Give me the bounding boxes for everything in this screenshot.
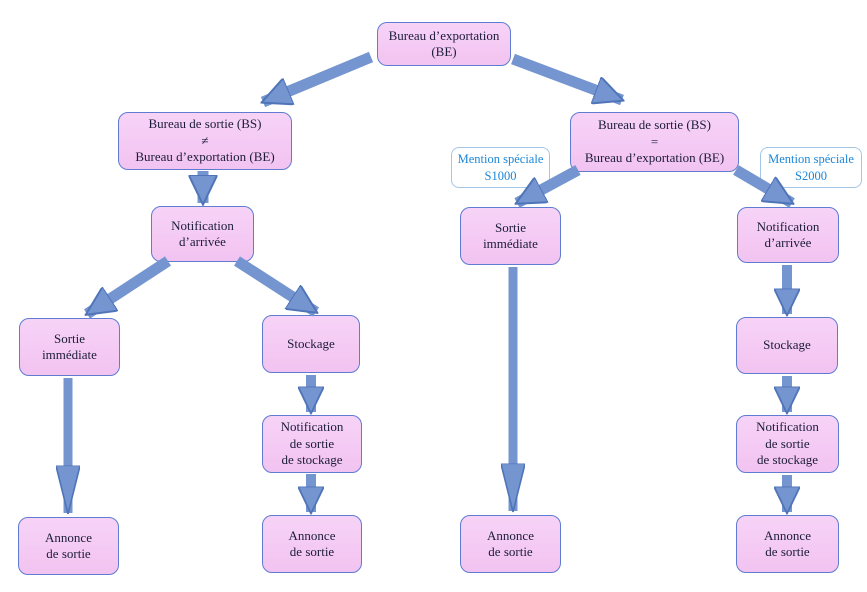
node-notification-sortie-stockage-left: Notification de sortie de stockage [262,415,362,473]
node-notification-arrivee-right: Notification d’arrivée [737,207,839,263]
node-sortie-immediate-left: Sortie immédiate [19,318,120,376]
node-bureau-sortie-egal: Bureau de sortie (BS) = Bureau d’exporta… [570,112,739,172]
node-bureau-exportation: Bureau d’exportation (BE) [377,22,511,66]
node-bureau-sortie-different: Bureau de sortie (BS) ≠ Bureau d’exporta… [118,112,292,170]
label-mention-speciale-s1000: Mention spéciale S1000 [451,147,550,188]
node-notification-sortie-stockage-right: Notification de sortie de stockage [736,415,839,473]
node-stockage-left: Stockage [262,315,360,373]
flow-arrow [511,53,622,106]
node-sortie-immediate-mid: Sortie immédiate [460,207,561,265]
label-mention-speciale-s2000: Mention spéciale S2000 [760,147,862,188]
node-annonce-sortie-3: Annonce de sortie [460,515,561,573]
node-annonce-sortie-4: Annonce de sortie [736,515,839,573]
node-annonce-sortie-2: Annonce de sortie [262,515,362,573]
node-annonce-sortie-1: Annonce de sortie [18,517,119,575]
flow-arrow [234,256,316,317]
flow-arrow [87,256,172,319]
flow-arrow [263,51,374,108]
node-stockage-right: Stockage [736,317,838,374]
node-notification-arrivee-left: Notification d’arrivée [151,206,254,262]
